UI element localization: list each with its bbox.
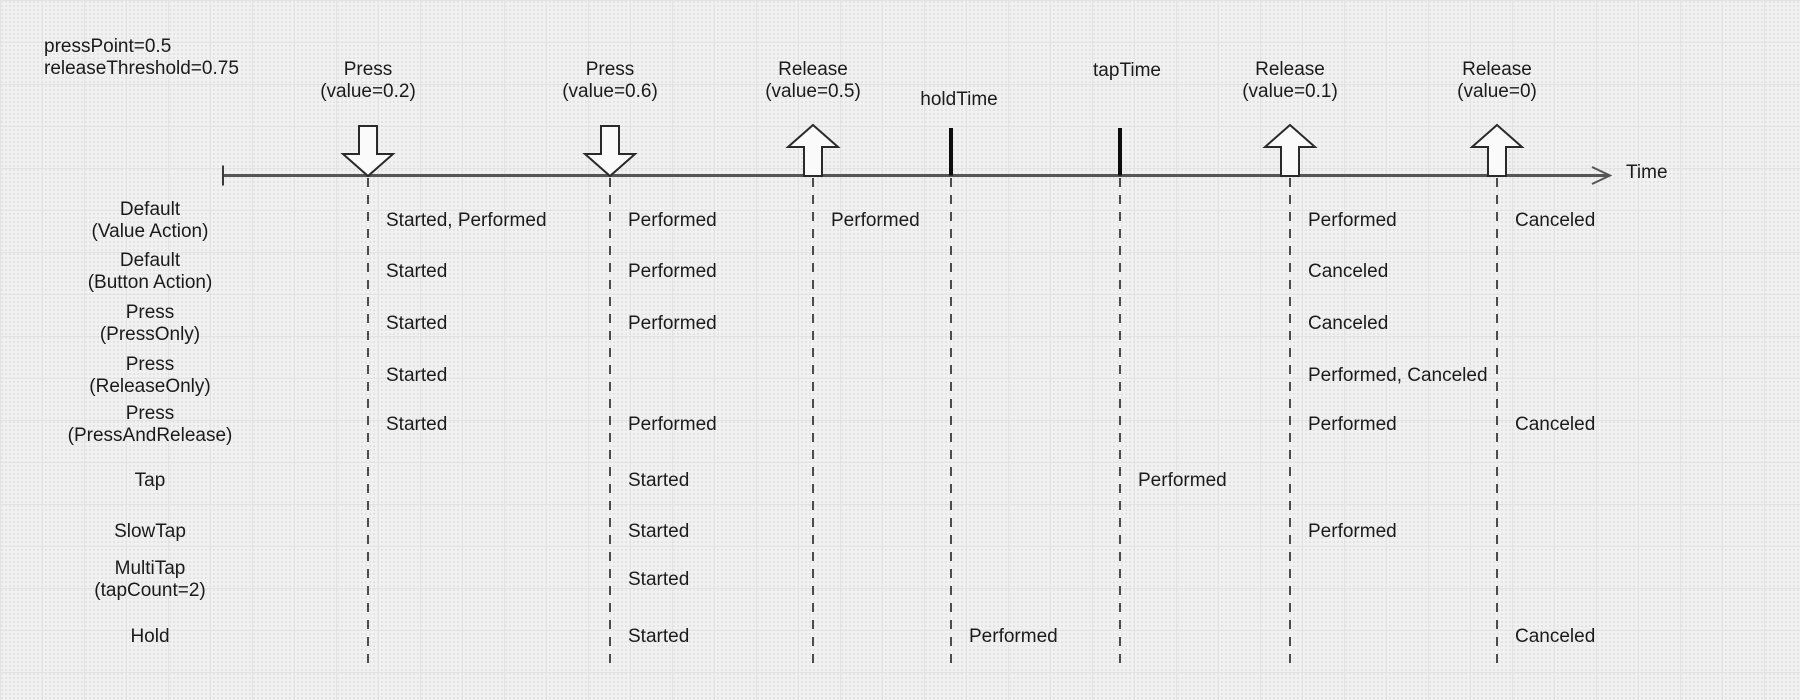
row-label-tap-line1: Tap	[134, 470, 166, 491]
annotation-press-press-only-press-value-0-2: Started	[386, 313, 448, 334]
annotation-default-value-action-release-value-0: Canceled	[1515, 210, 1596, 231]
row-label-tap: Tap	[0, 470, 300, 492]
release-value-0-label-line2: (value=0)	[1457, 81, 1537, 102]
row-label-multi-tap-line1: MultiTap	[114, 558, 186, 579]
annotation-default-button-action-press-value-0-2: Started	[386, 261, 448, 282]
annotation-multi-tap-press-value-0-6: Started	[628, 569, 690, 590]
annotation-default-value-action-press-value-0-6: Performed	[628, 210, 717, 231]
annotation-press-press-and-release-release-value-0: Canceled	[1515, 414, 1596, 435]
annotation-slow-tap-release-value-0-1: Performed	[1308, 521, 1397, 542]
release-value-0-up-arrow-icon	[1469, 123, 1525, 177]
annotation-default-button-action-release-value-0-1: Canceled	[1308, 261, 1389, 282]
annotation-tap-press-value-0-6: Started	[628, 470, 690, 491]
row-label-default-button-action-line1: Default	[119, 250, 181, 271]
annotation-tap-tap-time: Performed	[1138, 470, 1227, 491]
row-label-press-press-and-release-line1: Press	[125, 403, 175, 424]
release-threshold-param: releaseThreshold=0.75	[44, 58, 239, 79]
row-label-default-button-action: Default(Button Action)	[0, 250, 300, 294]
press-value-0-2-label-line1: Press	[343, 59, 393, 80]
release-value-0-1-up-arrow-icon	[1262, 123, 1318, 177]
release-value-0-5-up-arrow-icon	[785, 123, 841, 177]
annotation-default-value-action-release-value-0-1: Performed	[1308, 210, 1397, 231]
hold-time-marker-bar	[949, 128, 953, 176]
row-label-press-press-only-line1: Press	[125, 302, 175, 323]
annotation-press-release-only-release-value-0-1: Performed, Canceled	[1308, 365, 1488, 386]
release-value-0-label: Release(value=0)	[1457, 59, 1537, 103]
annotation-slow-tap-press-value-0-6: Started	[628, 521, 690, 542]
press-value-0-2-label: Press(value=0.2)	[320, 59, 416, 103]
row-label-default-value-action-line2: (Value Action)	[91, 221, 209, 242]
row-label-default-value-action-line1: Default	[119, 199, 181, 220]
annotation-press-press-and-release-press-value-0-2: Started	[386, 414, 448, 435]
annotation-hold-release-value-0: Canceled	[1515, 626, 1596, 647]
annotation-hold-press-value-0-6: Started	[628, 626, 690, 647]
row-label-slow-tap-line1: SlowTap	[114, 521, 186, 542]
row-label-press-release-only: Press(ReleaseOnly)	[0, 354, 300, 398]
press-value-0-6-label-line2: (value=0.6)	[562, 81, 658, 102]
annotation-default-value-action-press-value-0-2: Started, Performed	[386, 210, 547, 231]
parameters-note: pressPoint=0.5 releaseThreshold=0.75	[44, 36, 239, 80]
row-label-press-press-only: Press(PressOnly)	[0, 302, 300, 346]
release-value-0-5-label: Release(value=0.5)	[765, 59, 861, 103]
hold-time-label: holdTime	[920, 89, 997, 111]
row-label-press-press-only-line2: (PressOnly)	[99, 324, 201, 345]
row-label-press-release-only-line2: (ReleaseOnly)	[89, 376, 211, 397]
press-value-0-2-label-line2: (value=0.2)	[320, 81, 416, 102]
press-point-param: pressPoint=0.5	[44, 36, 172, 57]
row-label-default-value-action: Default(Value Action)	[0, 199, 300, 243]
release-value-0-1-label: Release(value=0.1)	[1242, 59, 1338, 103]
annotation-press-press-only-press-value-0-6: Performed	[628, 313, 717, 334]
tap-time-label-line1: tapTime	[1093, 60, 1161, 81]
annotation-press-release-only-press-value-0-2: Started	[386, 365, 448, 386]
annotation-default-button-action-press-value-0-6: Performed	[628, 261, 717, 282]
row-label-press-press-and-release-line2: (PressAndRelease)	[67, 425, 233, 446]
tap-time-marker-bar	[1118, 128, 1122, 176]
release-value-0-5-label-line2: (value=0.5)	[765, 81, 861, 102]
row-label-press-press-and-release: Press(PressAndRelease)	[0, 403, 300, 447]
row-label-slow-tap: SlowTap	[0, 521, 300, 543]
row-label-multi-tap: MultiTap(tapCount=2)	[0, 558, 300, 602]
annotation-hold-hold-time: Performed	[969, 626, 1058, 647]
release-value-0-1-label-line2: (value=0.1)	[1242, 81, 1338, 102]
time-axis-label: Time	[1626, 162, 1668, 183]
tap-time-label: tapTime	[1093, 60, 1161, 82]
annotation-press-press-only-release-value-0-1: Canceled	[1308, 313, 1389, 334]
release-value-0-1-label-line1: Release	[1255, 59, 1325, 80]
annotation-default-value-action-release-value-0-5: Performed	[831, 210, 920, 231]
row-label-multi-tap-line2: (tapCount=2)	[94, 580, 206, 601]
press-value-0-2-down-arrow-icon	[340, 125, 396, 178]
row-label-default-button-action-line2: (Button Action)	[87, 272, 213, 293]
hold-time-label-line1: holdTime	[920, 89, 998, 110]
release-value-0-5-label-line1: Release	[778, 59, 848, 80]
press-value-0-6-down-arrow-icon	[582, 125, 638, 178]
annotation-press-press-and-release-release-value-0-1: Performed	[1308, 414, 1397, 435]
row-label-hold: Hold	[0, 626, 300, 648]
row-label-press-release-only-line1: Press	[125, 354, 175, 375]
annotation-press-press-and-release-press-value-0-6: Performed	[628, 414, 717, 435]
axis-arrowhead-icon	[1591, 166, 1613, 185]
press-value-0-6-label: Press(value=0.6)	[562, 59, 658, 103]
row-label-hold-line1: Hold	[130, 626, 170, 647]
release-value-0-label-line1: Release	[1462, 59, 1532, 80]
press-value-0-6-label-line1: Press	[585, 59, 635, 80]
